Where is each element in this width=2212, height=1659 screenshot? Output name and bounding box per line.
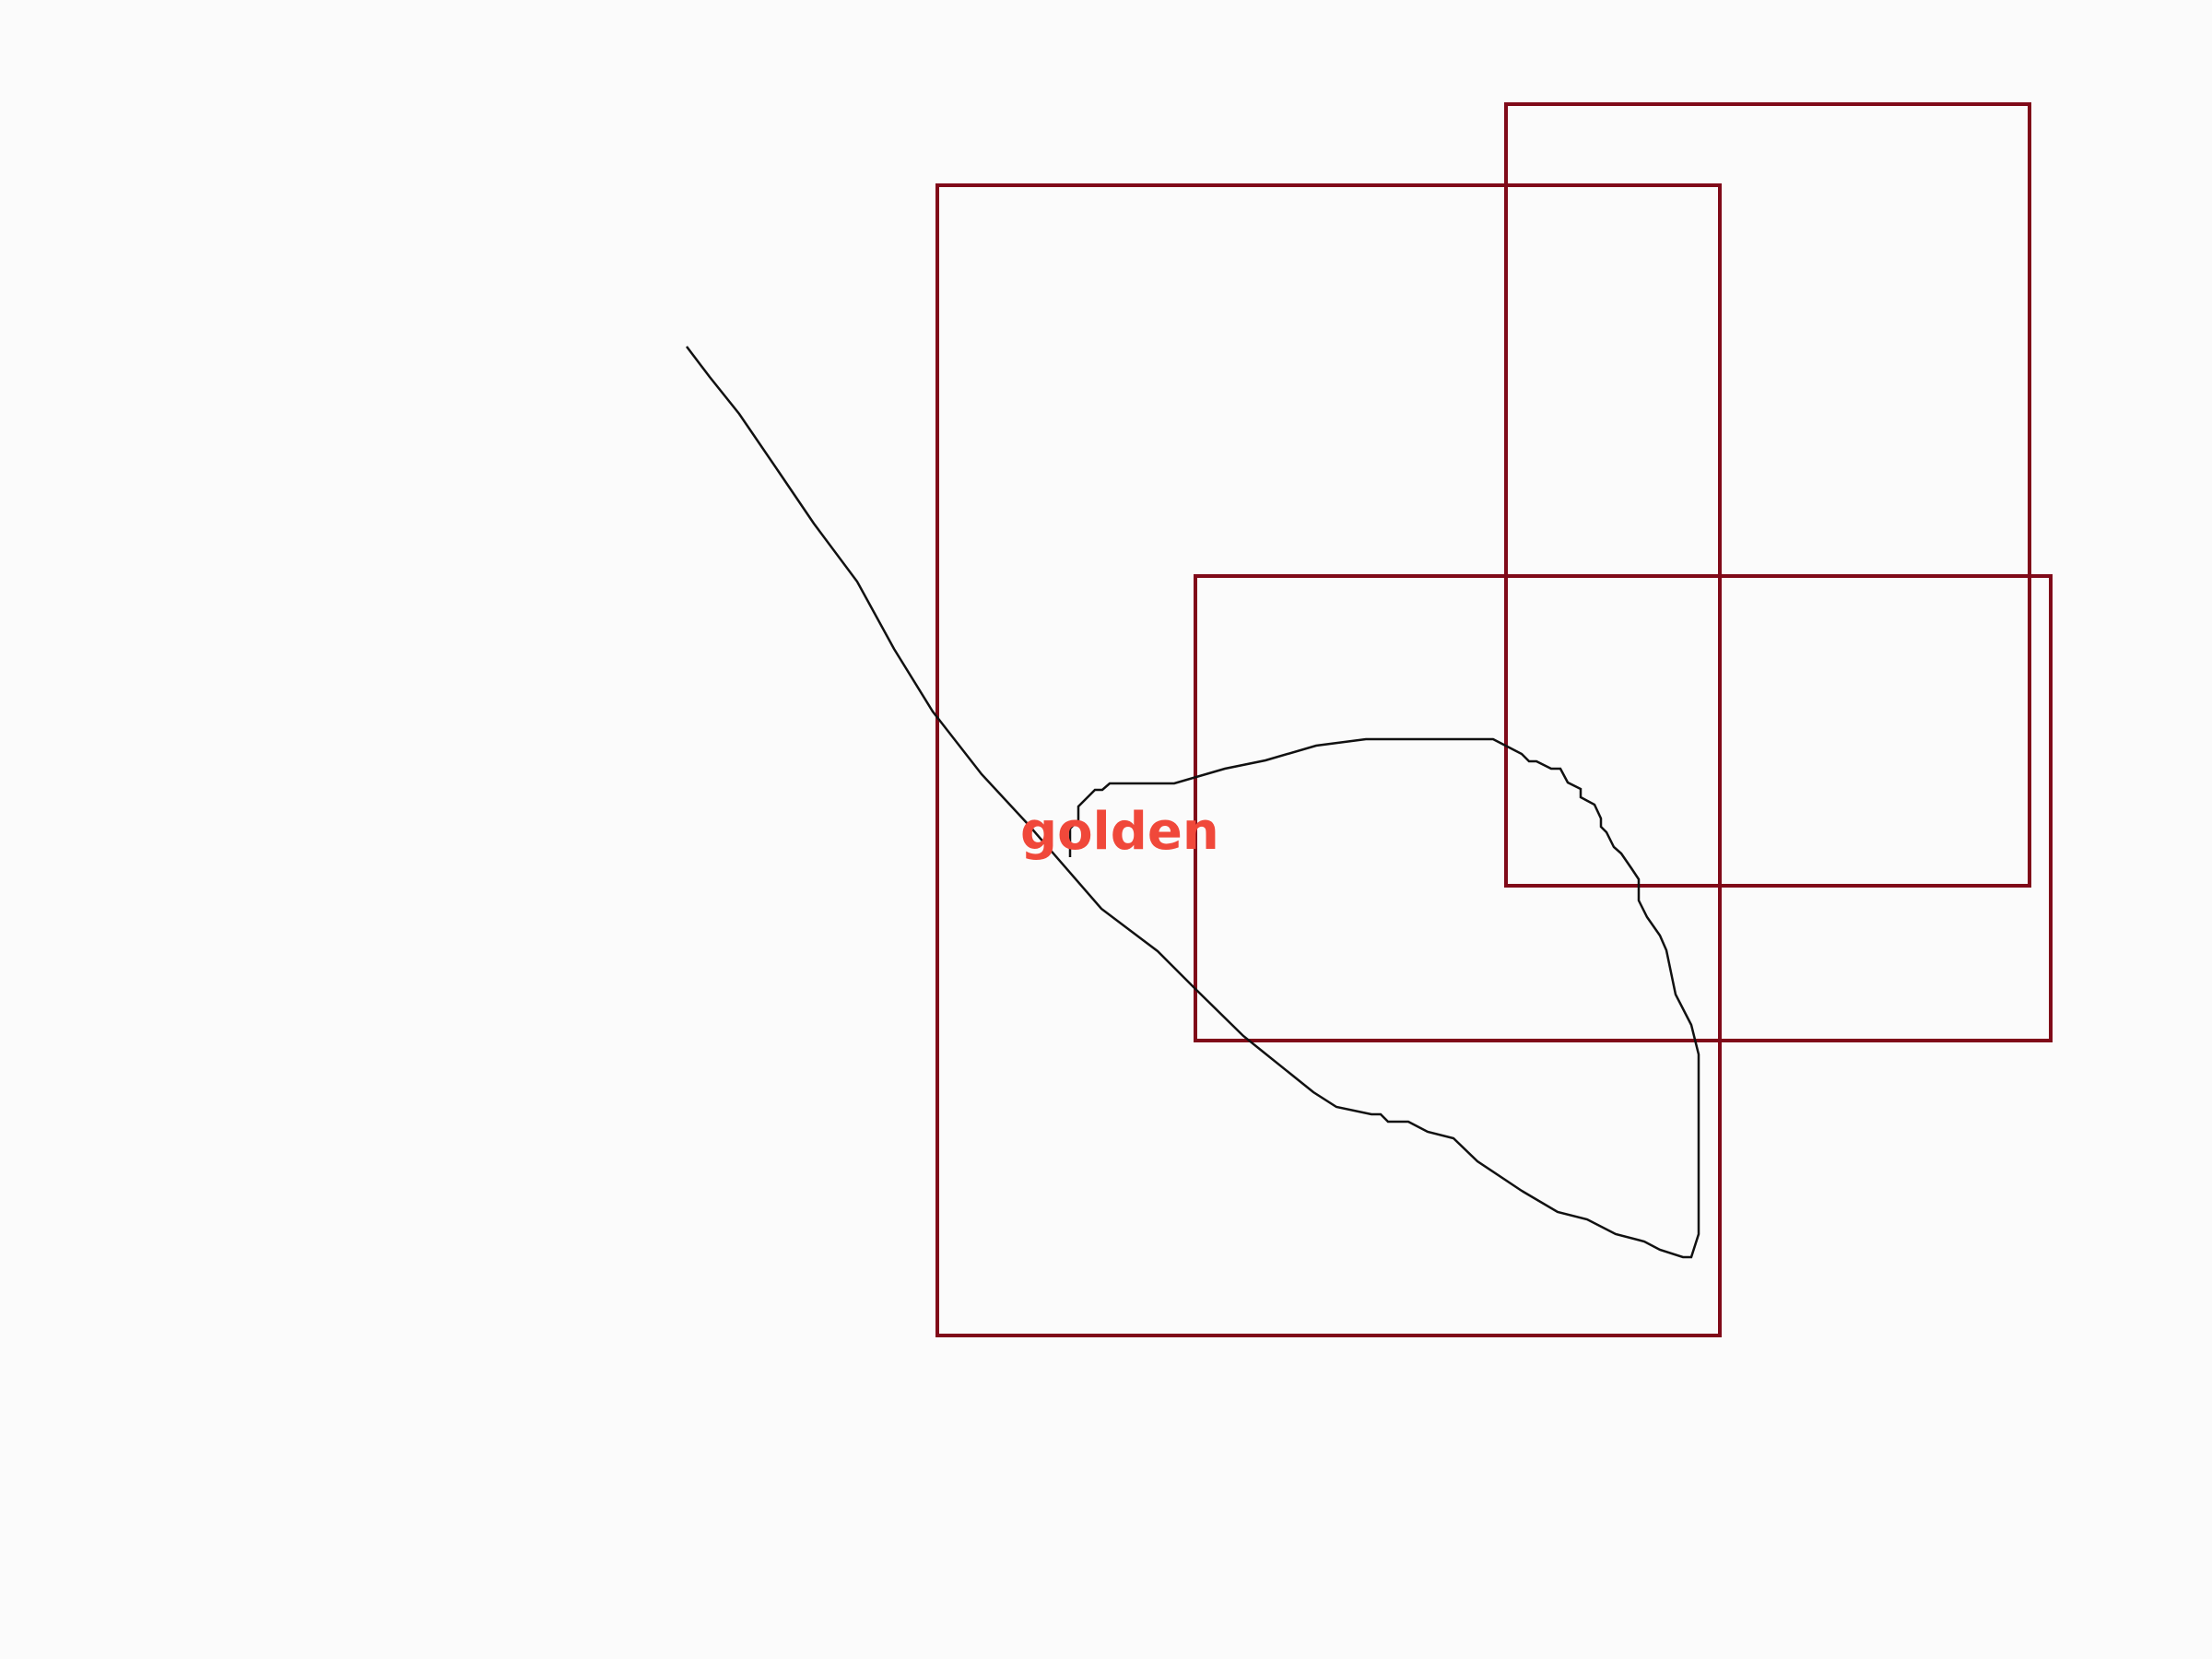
box-middle-right [1194,574,2053,1042]
box-large [935,183,1722,1337]
freehand-stroke [686,346,1700,1259]
label-golden: golden [1020,802,1219,862]
box-top-right [1504,102,2031,888]
